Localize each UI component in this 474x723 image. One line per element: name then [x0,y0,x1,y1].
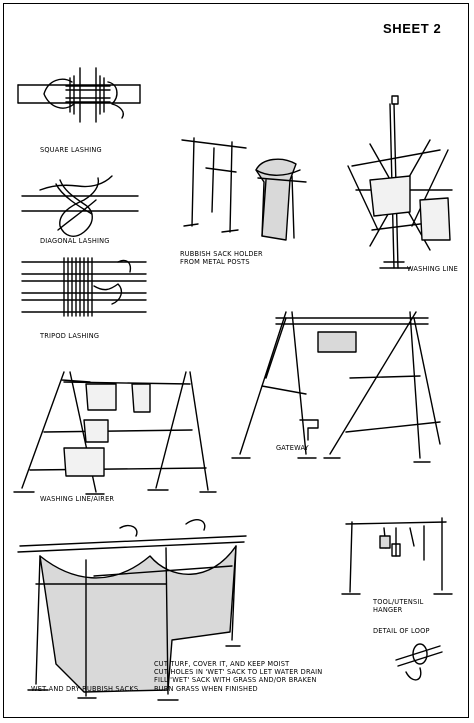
washing-line-illustration [347,95,453,269]
sack-instructions: CUT TURF, COVER IT, AND KEEP MOIST CUT H… [154,660,322,693]
tool-hanger-caption: TOOL/UTENSIL HANGER [373,598,424,615]
sheet-title: SHEET 2 [383,21,442,36]
diagonal-lashing-caption: DIAGONAL LASHING [40,237,110,245]
wet-dry-sacks-caption: WET AND DRY RUBBISH SACKS [31,685,139,693]
gateway-illustration [231,311,441,463]
washing-line-caption: WASHING LINE [407,265,459,273]
washing-line-airer-caption: WASHING LINE/AIRER [40,495,115,503]
loop-detail-illustration [395,643,443,681]
wet-dry-sacks-illustration [17,519,247,701]
square-lashing-illustration [17,67,141,123]
instruction-line: BURN GRASS WHEN FINISHED [154,684,258,693]
gateway-caption: GATEWAY [276,444,309,452]
rubbish-sack-holder-caption: RUBBISH SACK HOLDER FROM METAL POSTS [180,250,263,267]
instruction-line: CUT HOLES IN 'WET' SACK TO LET WATER DRA… [154,668,323,677]
tool-hanger-illustration [341,517,453,595]
washing-line-airer-illustration [13,371,217,495]
instruction-line: FILL 'WET' SACK WITH GRASS AND/OR BRAKEN [154,676,317,685]
rubbish-sack-holder-illustration [181,137,307,241]
square-lashing-caption: SQUARE LASHING [40,146,102,154]
loop-detail-caption: DETAIL OF LOOP [373,627,430,635]
tripod-lashing-caption: TRIPOD LASHING [40,332,100,340]
diagonal-lashing-illustration [21,175,139,237]
instruction-line: CUT TURF, COVER IT, AND KEEP MOIST [154,660,290,668]
tripod-lashing-illustration [21,257,147,317]
